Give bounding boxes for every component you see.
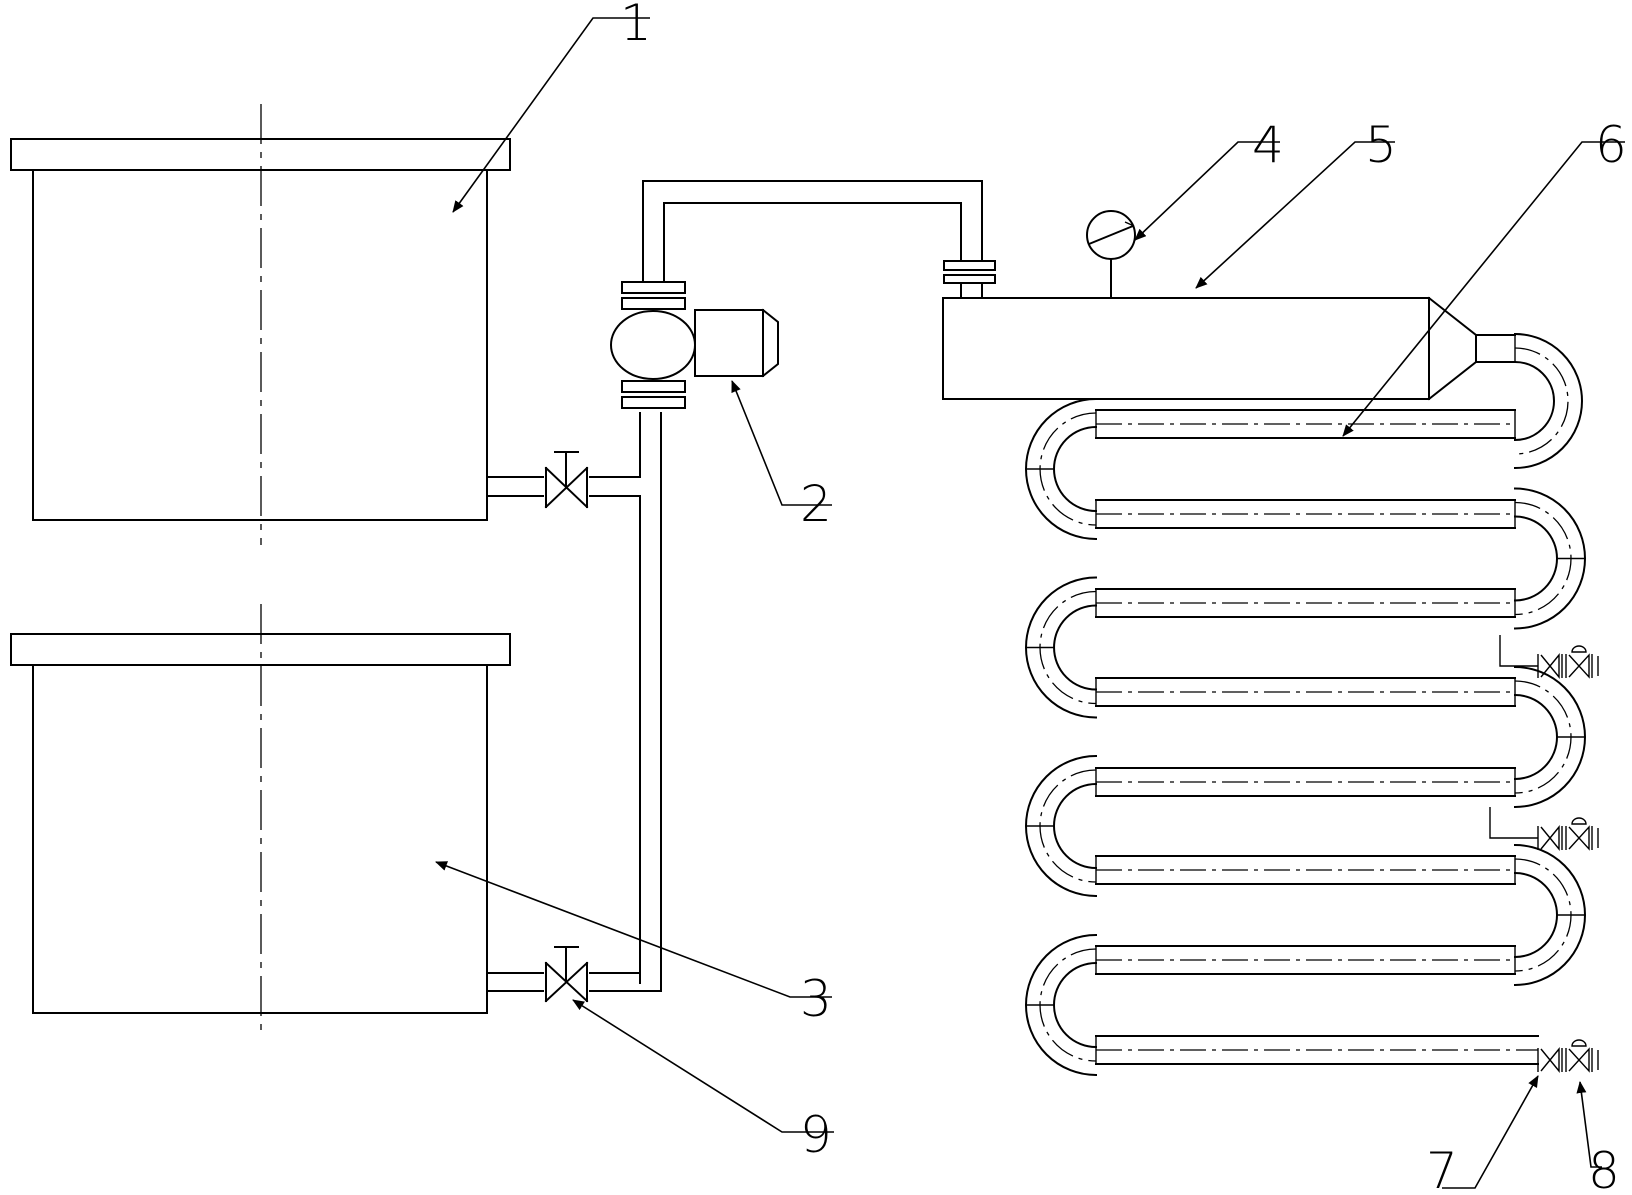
- relief-valve-body: [1568, 825, 1590, 851]
- coil-u-bend-top: [1513, 332, 1583, 470]
- drain-tap-line: [1499, 635, 1538, 667]
- upper-outlet-to-riser: [589, 412, 641, 984]
- drain-tap-line: [1489, 807, 1538, 839]
- lower-valve: [544, 946, 589, 1003]
- coil-u-bend-inner: [1513, 871, 1558, 959]
- lower-outlet-pipe: [486, 972, 544, 992]
- coil-u-bend-inner: [1053, 961, 1098, 1049]
- relief-valve-cap: [1571, 1039, 1587, 1047]
- coil-u-bend-inner: [1513, 515, 1558, 602]
- drain-valve-body: [1540, 653, 1560, 679]
- label-4: 4: [1252, 116, 1284, 174]
- upper-valve: [544, 451, 589, 509]
- leader-lines: [435, 17, 1625, 1189]
- relief-valve-cap: [1571, 817, 1587, 825]
- drain-valve-body: [1540, 825, 1560, 851]
- pump: [610, 281, 779, 409]
- relief-valve-cap: [1571, 645, 1587, 653]
- vertical-riser-pipe: [589, 412, 662, 992]
- label-1: 1: [620, 0, 652, 52]
- tank-3: [10, 604, 511, 1038]
- relief-valve-body: [1568, 653, 1590, 679]
- coil-u-bend-inner: [1053, 604, 1098, 691]
- coil-u-bend-inner: [1053, 782, 1098, 870]
- tank-1: [10, 104, 511, 545]
- label-3: 3: [800, 970, 832, 1028]
- label-7: 7: [1426, 1142, 1458, 1195]
- label-5: 5: [1365, 116, 1397, 174]
- coil-u-bend-top-centerline: [1514, 347, 1569, 455]
- part-labels: 1 2 3 4 5 6 7 8 9: [620, 0, 1627, 1195]
- coil-u-bend-inner: [1513, 693, 1558, 781]
- discharge-pipe: [642, 180, 983, 283]
- coil-u-bend-top-inner: [1513, 360, 1555, 442]
- upper-outlet-pipe: [486, 476, 544, 497]
- label-2: 2: [800, 475, 832, 533]
- relief-valve-body: [1568, 1047, 1590, 1073]
- coil-u-bend-inner: [1053, 425, 1098, 513]
- pressure-gauge: [1086, 210, 1136, 299]
- label-9: 9: [800, 1106, 832, 1164]
- drain-valve-body: [1540, 1047, 1560, 1073]
- drain-valves: [1489, 635, 1599, 1073]
- label-6: 6: [1595, 116, 1627, 174]
- label-8: 8: [1588, 1142, 1620, 1195]
- serpentine-coil: [1025, 332, 1586, 1077]
- vessel: [942, 260, 1477, 401]
